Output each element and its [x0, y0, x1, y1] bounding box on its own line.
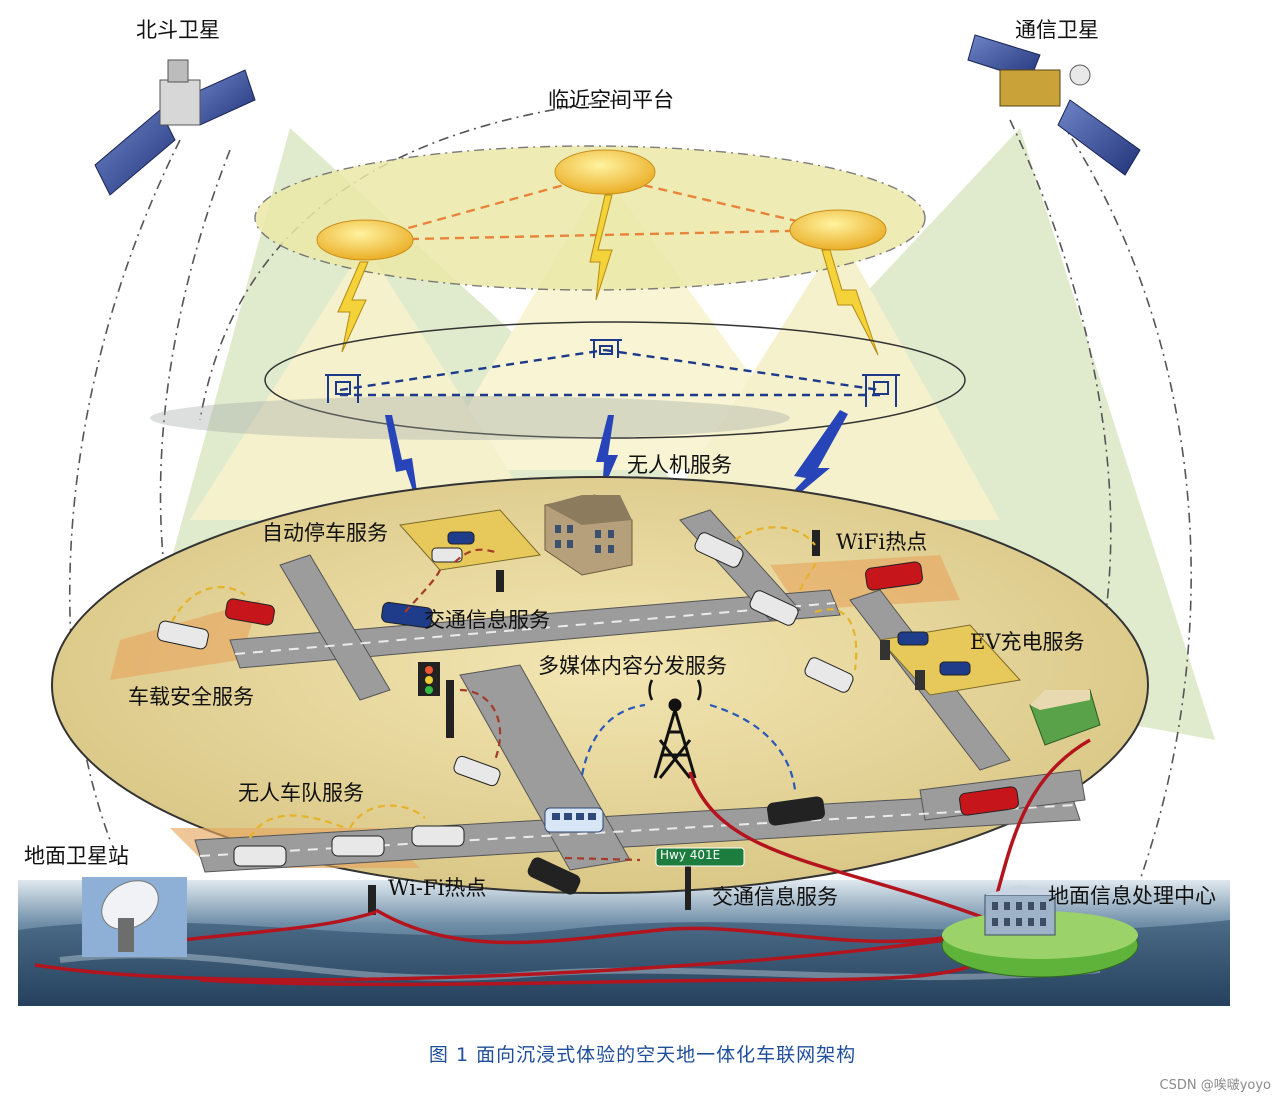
beidou-satellite-icon	[95, 60, 255, 195]
satellite-dish-icon	[82, 871, 187, 957]
comm-satellite-icon	[968, 35, 1140, 175]
label-platoon-service: 无人车队服务	[238, 783, 364, 804]
near-space-layer	[255, 146, 925, 290]
bus-icon	[545, 808, 603, 832]
label-auto-parking: 自动停车服务	[262, 523, 388, 544]
label-wifi-hotspot-bottom: Wi-Fi热点	[388, 878, 486, 899]
label-wifi-hotspot-top: WiFi热点	[836, 532, 927, 553]
label-ground-processing-center: 地面信息处理中心	[1048, 886, 1216, 907]
label-traffic-info-upper: 交通信息服务	[424, 610, 550, 631]
label-uav-service: 无人机服务	[627, 455, 732, 476]
label-multimedia-distribution: 多媒体内容分发服务	[538, 656, 727, 677]
label-traffic-info-lower: 交通信息服务	[712, 887, 838, 908]
label-comm-satellite: 通信卫星	[1015, 20, 1099, 41]
label-ground-station: 地面卫星站	[24, 846, 129, 867]
watermark: CSDN @唉啵yoyo	[1160, 1074, 1272, 1093]
road-sign-text: Hwy 401E	[660, 849, 720, 861]
label-vehicle-safety: 车载安全服务	[128, 687, 254, 708]
figure-caption: 图 1 面向沉浸式体验的空天地一体化车联网架构	[0, 1040, 1285, 1067]
label-beidou-satellite: 北斗卫星	[136, 20, 220, 41]
label-near-space-platform: 临近空间平台	[548, 90, 674, 111]
label-ev-charging: EV充电服务	[970, 632, 1085, 653]
